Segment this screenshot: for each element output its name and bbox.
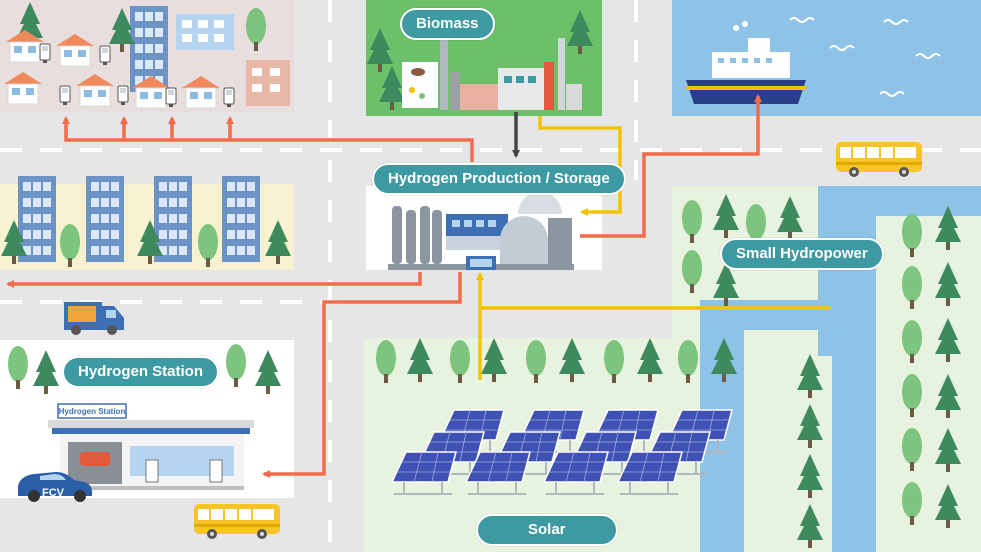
apartment-area bbox=[0, 176, 294, 270]
residential-area bbox=[0, 0, 294, 112]
label-solar: Solar bbox=[476, 514, 618, 546]
label-small-hydropower: Small Hydropower bbox=[720, 238, 884, 270]
label-production-storage: Hydrogen Production / Storage bbox=[372, 163, 626, 195]
hydrogen-production-plant bbox=[366, 186, 602, 270]
station-sign-text: Hydrogen Station bbox=[59, 407, 126, 416]
fcv-label: FCV bbox=[42, 487, 65, 499]
label-biomass: Biomass bbox=[400, 8, 495, 40]
truck bbox=[64, 302, 124, 335]
ship bbox=[686, 21, 806, 104]
power-flows bbox=[476, 116, 830, 380]
bus-top bbox=[835, 141, 923, 178]
bus-bottom bbox=[193, 503, 281, 540]
sea-area bbox=[672, 0, 981, 116]
label-hydrogen-station: Hydrogen Station bbox=[62, 356, 220, 388]
hydrogen-flows bbox=[6, 94, 762, 478]
fcv-car: FCV bbox=[18, 472, 92, 502]
